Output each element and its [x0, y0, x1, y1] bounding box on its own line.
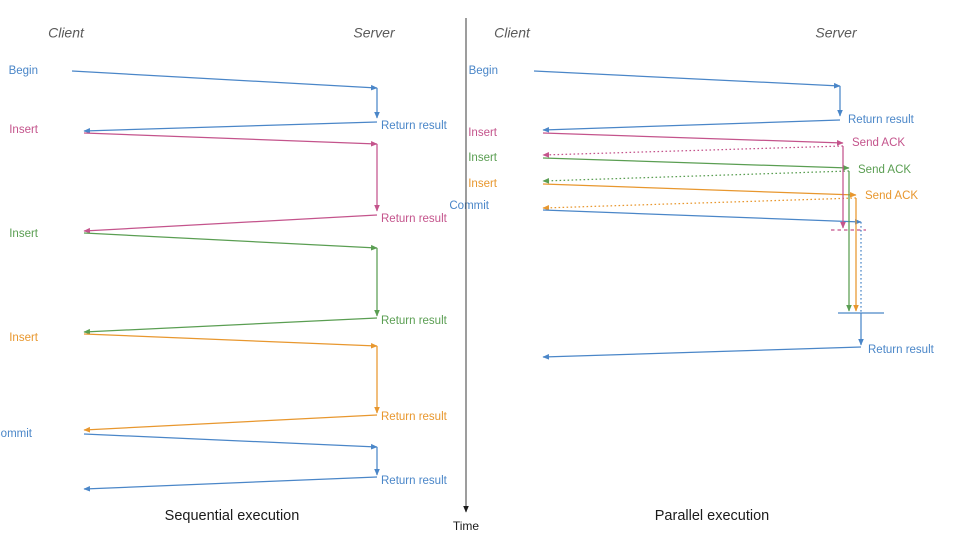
message-label: Insert: [9, 124, 39, 136]
lifeline-label-client: Client: [48, 25, 85, 41]
message-line: [542, 132, 844, 146]
message-label: Send ACK: [865, 190, 918, 202]
message-begin-request: Begin: [469, 65, 841, 89]
message-begin-return: Return result: [83, 120, 448, 134]
message-label: Send ACK: [852, 137, 905, 149]
message-label: Return result: [868, 344, 935, 356]
message-line: [542, 157, 850, 171]
message-line: [542, 346, 862, 360]
message-label: Begin: [469, 65, 498, 77]
message-line: [542, 145, 844, 158]
message-commit-request: Commit: [449, 200, 862, 225]
message-insert1-request: Insert: [9, 124, 378, 147]
message-insert2-return: Return result: [83, 315, 448, 335]
message-label: Commit: [449, 200, 489, 212]
message-line: [71, 70, 378, 91]
message-line: [83, 121, 378, 134]
message-line: [542, 170, 850, 184]
message-label: Commit: [0, 428, 33, 440]
time-axis-label: Time: [453, 519, 480, 533]
message-insert2-ack: Send ACK: [542, 164, 911, 184]
message-label: Return result: [381, 315, 448, 327]
message-label: Insert: [468, 178, 498, 190]
message-label: Send ACK: [858, 164, 911, 176]
message-line: [542, 119, 841, 133]
message-insert1-return: Return result: [83, 213, 448, 234]
message-label: Begin: [9, 65, 38, 77]
message-label: Return result: [848, 114, 915, 126]
lifeline-label-client: Client: [494, 25, 531, 41]
message-line: [533, 70, 841, 89]
message-insert3-ack: Send ACK: [542, 190, 918, 211]
message-line: [83, 333, 378, 349]
message-label: Insert: [468, 152, 498, 164]
message-label: Return result: [381, 475, 448, 487]
message-line: [83, 476, 378, 492]
message-line: [542, 183, 857, 198]
message-line: [83, 132, 378, 147]
panel-caption-parallel: Parallel execution: [655, 508, 769, 524]
message-commit-return: Return result: [542, 344, 935, 360]
lifeline-label-server: Server: [353, 25, 396, 41]
message-insert2-request: Insert: [468, 152, 850, 171]
message-begin-request: Begin: [9, 65, 378, 91]
message-commit-request: Commit: [0, 428, 378, 450]
message-begin-return: Return result: [542, 114, 915, 133]
message-line: [542, 209, 862, 225]
message-label: Insert: [468, 127, 498, 139]
message-label: Return result: [381, 213, 448, 225]
message-line: [83, 414, 378, 433]
message-insert3-return: Return result: [83, 411, 448, 433]
message-line: [83, 317, 378, 335]
lifeline-label-server: Server: [815, 25, 858, 41]
message-insert1-ack: Send ACK: [542, 137, 905, 158]
message-line: [83, 232, 378, 251]
message-label: Insert: [9, 332, 39, 344]
message-insert3-request: Insert: [468, 178, 857, 198]
message-insert2-request: Insert: [9, 228, 378, 251]
message-line: [83, 433, 378, 450]
message-insert1-request: Insert: [468, 127, 844, 146]
message-line: [83, 214, 378, 234]
message-label: Return result: [381, 120, 448, 132]
message-line: [542, 197, 857, 211]
message-label: Return result: [381, 411, 448, 423]
message-commit-return: Return result: [83, 475, 448, 492]
panel-caption-sequential: Sequential execution: [165, 508, 300, 524]
message-insert3-request: Insert: [9, 332, 378, 349]
message-label: Insert: [9, 228, 39, 240]
